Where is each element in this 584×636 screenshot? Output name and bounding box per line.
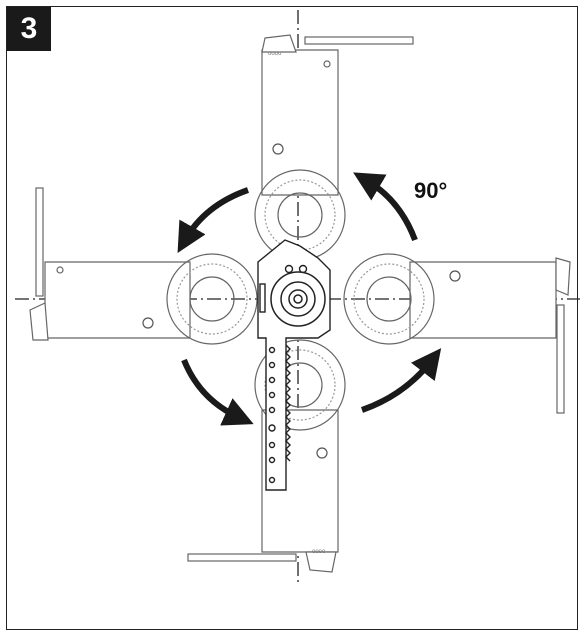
center-hub-icon bbox=[270, 271, 326, 327]
rotation-arrows bbox=[177, 172, 442, 426]
rotation-arrow-icon-top-left bbox=[177, 187, 249, 254]
rotation-angle-label: 90° bbox=[414, 178, 448, 203]
svg-text:oooo: oooo bbox=[268, 51, 282, 57]
rotation-arrow-icon-bottom-left bbox=[181, 358, 254, 426]
step-number-badge: 3 bbox=[7, 7, 51, 51]
rotation-arrow-icon-bottom-right bbox=[361, 348, 442, 413]
motor-right bbox=[343, 253, 571, 414]
motor-top: oooo bbox=[254, 34, 414, 261]
svg-text:oooo: oooo bbox=[312, 549, 326, 555]
rotation-arrow-icon-top-right bbox=[353, 172, 418, 242]
motor-left bbox=[29, 187, 258, 345]
